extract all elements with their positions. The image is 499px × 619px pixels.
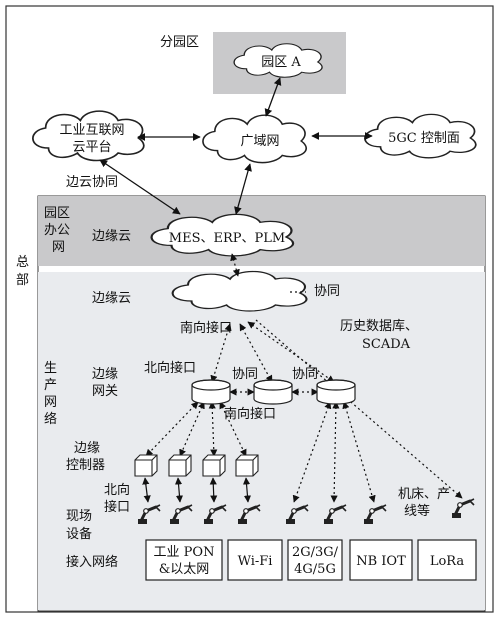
northbound-ctrl-label-1: 北向 bbox=[104, 482, 130, 498]
northbound-gw-label: 北向接口 bbox=[144, 360, 196, 376]
northbound-ctrl-label-2: 接口 bbox=[104, 499, 130, 515]
iiot-label-line1: 工业互联网 bbox=[59, 123, 124, 138]
office-apps-label: MES、ERP、PLM bbox=[169, 231, 285, 246]
5gc-label: 5GC 控制面 bbox=[388, 131, 460, 146]
access-box-label: Wi-Fi bbox=[238, 554, 273, 569]
access-box-label: LoRa bbox=[430, 554, 465, 569]
gateway-cylinder-icon bbox=[191, 379, 231, 405]
access-network-boxes bbox=[145, 539, 477, 581]
southbound-top-label: 南向接口 bbox=[180, 320, 232, 336]
machine-label-1: 机床、产 bbox=[398, 487, 450, 502]
dotted-gw1-ctrl3 bbox=[208, 401, 218, 457]
edge-gateway-label-1: 边缘 bbox=[92, 367, 118, 382]
edge-controller-label-1: 边缘 bbox=[74, 441, 100, 456]
edge-controller-label-2: 控制器 bbox=[66, 458, 105, 473]
collab-right-label: 协同 bbox=[292, 367, 318, 382]
office-label-1: 园区 bbox=[44, 206, 70, 221]
prod-label-3: 网 bbox=[44, 395, 57, 410]
hq-label-1: 总 bbox=[16, 255, 29, 270]
access-network-label: 接入网络 bbox=[66, 554, 118, 570]
access-box bbox=[227, 539, 283, 581]
controller-cube-icon bbox=[134, 454, 158, 477]
history-db-label-2: SCADA bbox=[362, 337, 411, 352]
park-a-label: 园区 A bbox=[261, 55, 301, 70]
dotted-gw3-dev2 bbox=[330, 401, 340, 503]
prod-edge-cloud-label: 边缘云 bbox=[92, 291, 131, 306]
southbound-gw-label: 南向接口 bbox=[224, 406, 276, 422]
field-label-2: 设备 bbox=[66, 526, 92, 542]
gateway-cylinder-icon bbox=[253, 379, 293, 405]
collab-left-label: 协同 bbox=[232, 367, 258, 382]
arrow-iiot-office bbox=[99, 159, 181, 215]
iiot-label-line2: 云平台 bbox=[72, 140, 111, 155]
history-db-label-1: 历史数据库、 bbox=[340, 318, 418, 334]
edge-cloud-collab-label: 边云协同 bbox=[66, 175, 118, 190]
controller-cube-icon bbox=[235, 454, 259, 477]
access-box-label: &以太网 bbox=[159, 562, 210, 577]
office-edge-cloud-label: 边缘云 bbox=[92, 229, 131, 244]
access-box-label: 4G/5G bbox=[294, 562, 336, 577]
branch-zone-label: 分园区 bbox=[160, 35, 199, 50]
arrow-ctrl2-dev bbox=[174, 477, 184, 503]
machine-label-2: 线等 bbox=[404, 503, 430, 519]
office-label-2: 办公 bbox=[44, 223, 70, 238]
prod-label-4: 络 bbox=[44, 411, 57, 427]
arrow-ctrl3-dev bbox=[209, 477, 218, 503]
controller-cube-icon bbox=[168, 454, 192, 477]
prod-label-2: 产 bbox=[44, 378, 57, 393]
field-label-1: 现场 bbox=[66, 509, 92, 524]
collab-label: 协同 bbox=[314, 284, 340, 299]
access-box bbox=[287, 539, 343, 581]
hq-label-2: 部 bbox=[16, 273, 29, 288]
office-label-3: 网 bbox=[52, 240, 65, 255]
dotted-cloud-gw1 bbox=[210, 323, 232, 383]
controller-cube-icon bbox=[202, 454, 226, 477]
dotted-office-prod bbox=[230, 253, 240, 277]
access-box-label: 2G/3G/ bbox=[292, 545, 339, 560]
arrow-wan-office bbox=[234, 163, 252, 215]
arrow-ctrl4-dev bbox=[242, 477, 252, 503]
prod-label-1: 生 bbox=[44, 361, 57, 376]
gateway-cylinder-icon bbox=[316, 379, 356, 405]
wan-label: 广域网 bbox=[240, 134, 279, 149]
access-box-label: NB IOT bbox=[356, 554, 406, 569]
arrow-ctrl1-dev bbox=[142, 477, 151, 503]
edge-gateway-label-2: 网关 bbox=[92, 384, 118, 399]
access-box bbox=[417, 539, 477, 581]
access-box-label: 工业 PON bbox=[154, 545, 215, 560]
arrow-parka-wan bbox=[264, 77, 282, 117]
access-box bbox=[145, 539, 223, 581]
access-box bbox=[349, 539, 413, 581]
